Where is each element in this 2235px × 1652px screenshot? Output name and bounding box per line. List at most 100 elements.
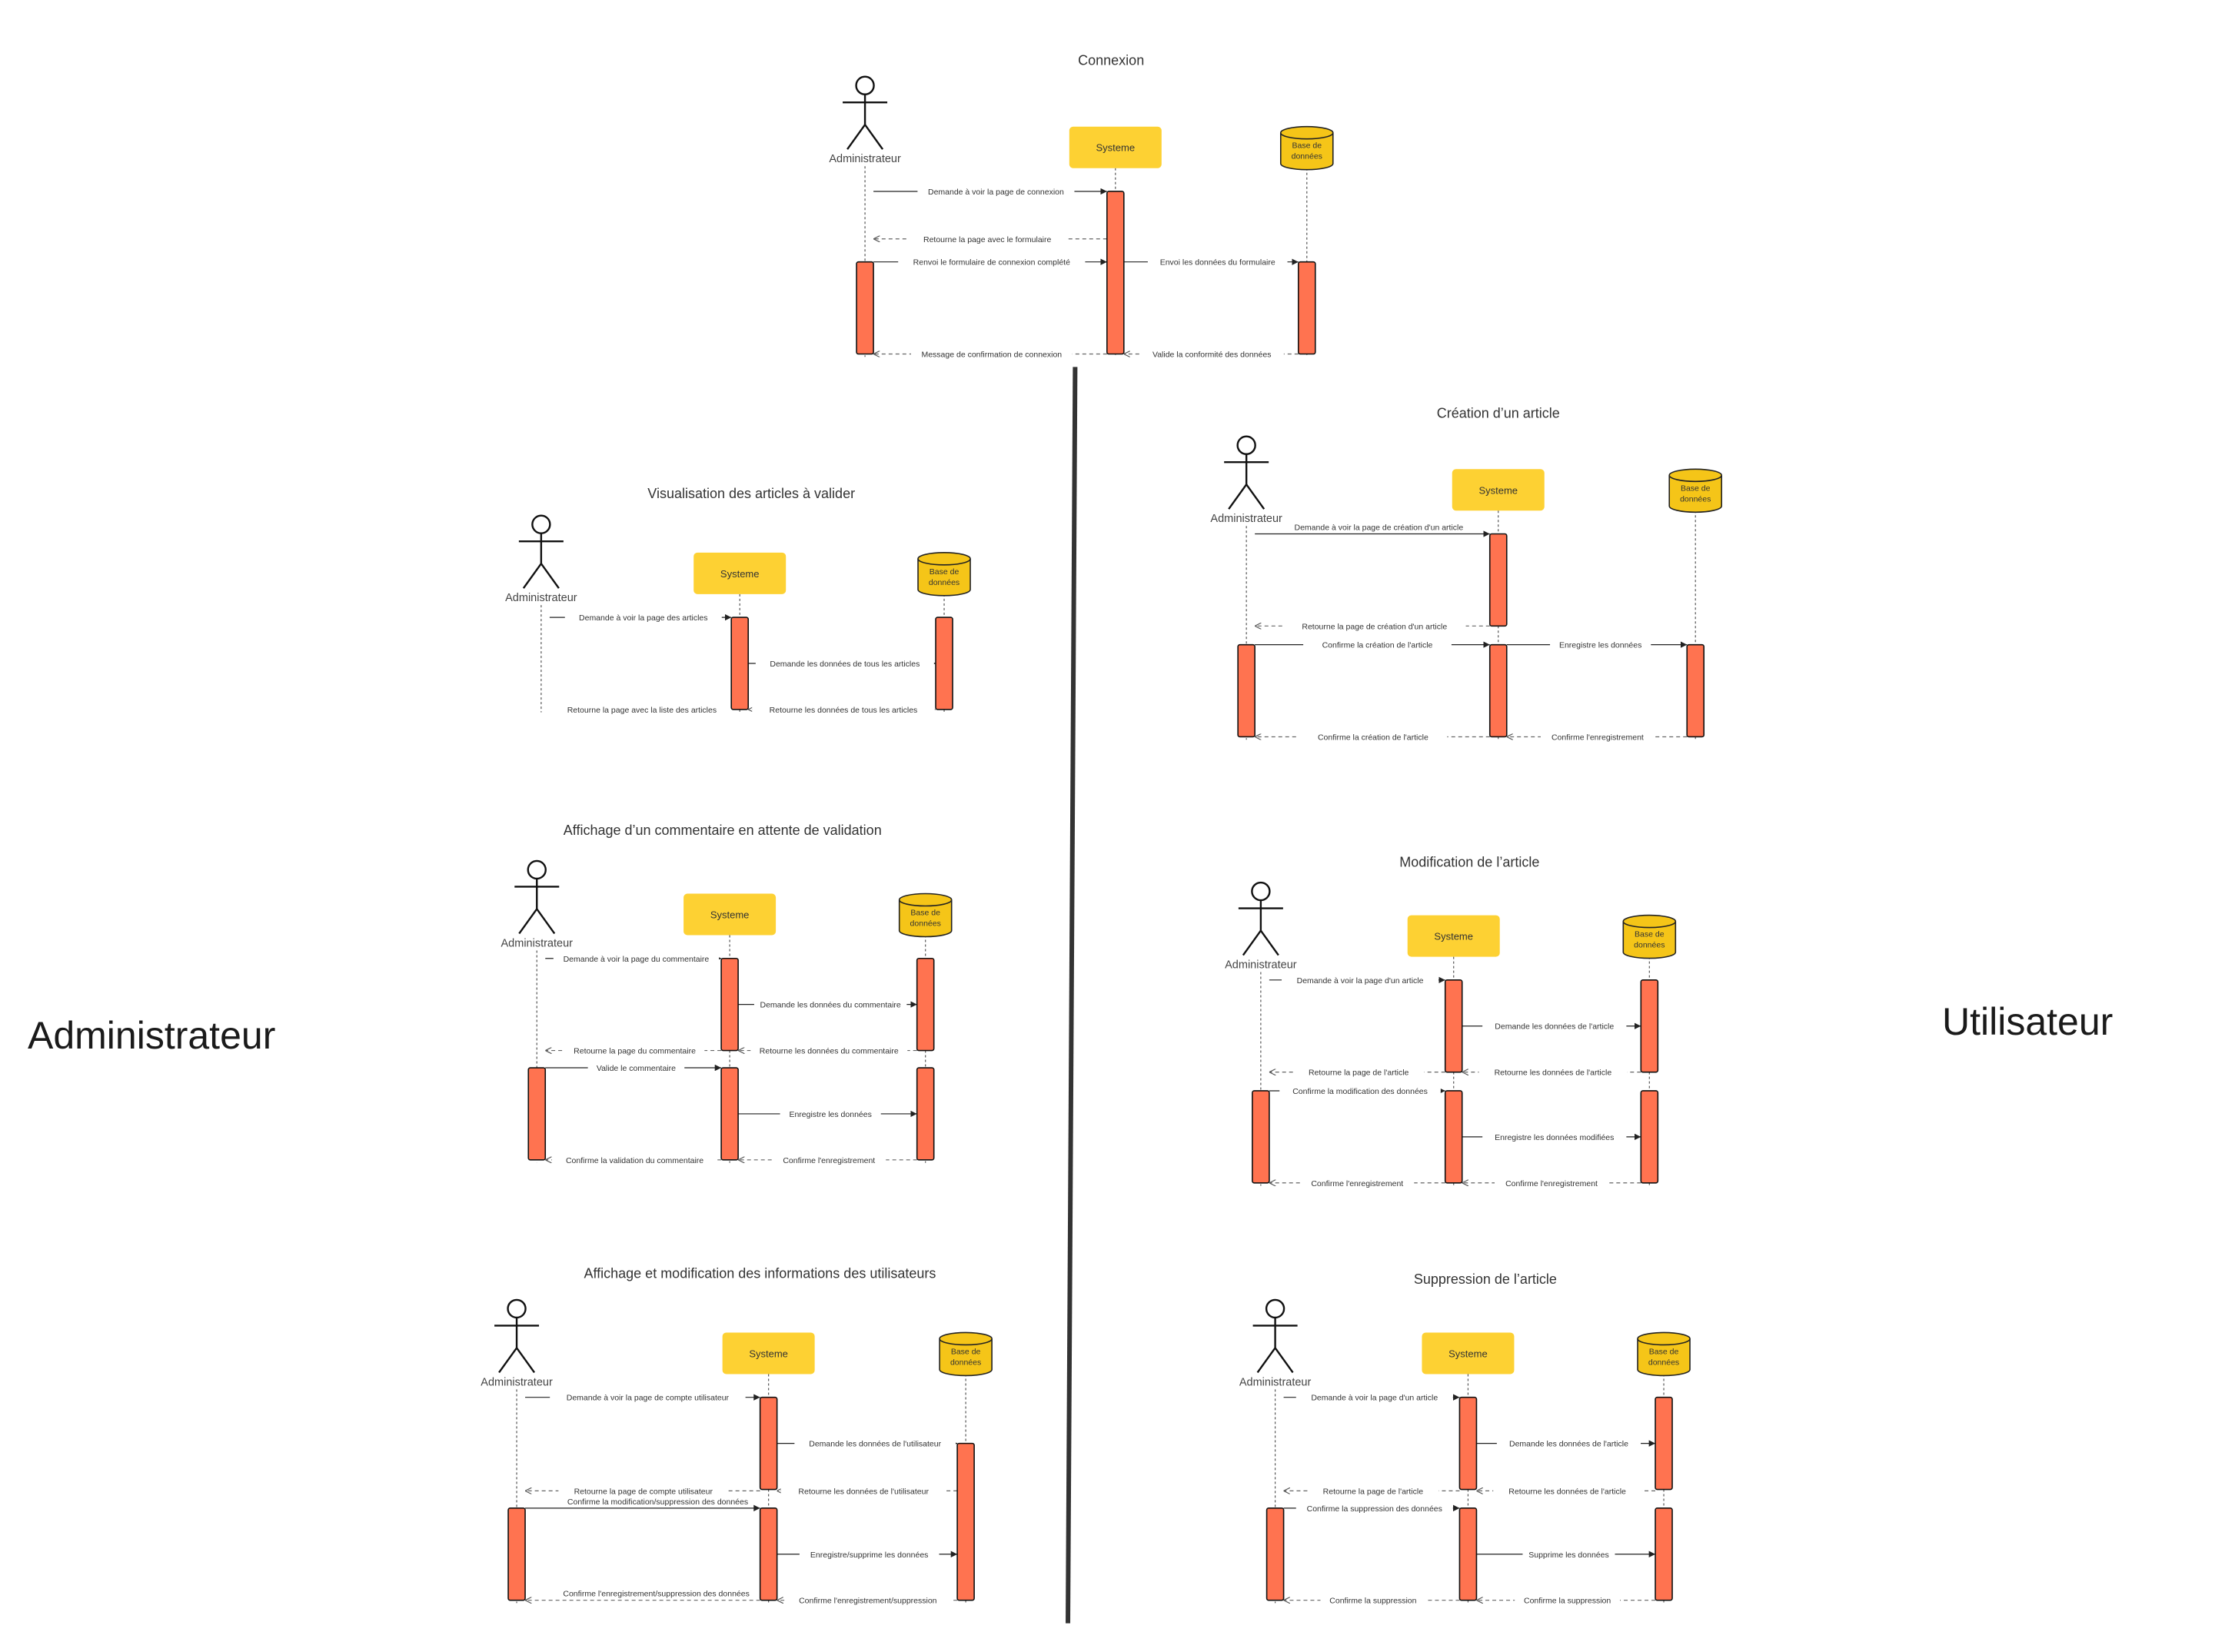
message-label: Retourne la page du commentaire xyxy=(574,1047,696,1056)
message-label: Demande à voir la page de connexion xyxy=(928,188,1064,197)
divider-line xyxy=(1066,367,1078,1624)
database-cylinder-icon xyxy=(917,552,971,597)
activation-bar xyxy=(916,1067,935,1161)
system-box xyxy=(1452,469,1545,511)
message-label: Confirme l'enregistrement/suppression xyxy=(799,1597,937,1606)
database-label: Base de xyxy=(910,909,940,918)
message-label: Retourne la page avec la liste des artic… xyxy=(567,706,717,715)
message-label: Retourne la page de l'article xyxy=(1309,1069,1409,1078)
system-label: Systeme xyxy=(720,568,760,580)
activation-bar xyxy=(720,1067,739,1161)
activation-bar xyxy=(1106,191,1125,355)
message-label: Valide la conformité des données xyxy=(1152,351,1272,360)
actor-stick-figure-icon xyxy=(1238,881,1283,956)
activation-bar xyxy=(1458,1507,1478,1601)
message-label: Confirme l'enregistrement/suppression de… xyxy=(563,1590,749,1599)
message-label: Confirme la suppression xyxy=(1524,1597,1611,1606)
message-label: Demande à voir la page du commentaire xyxy=(564,955,710,964)
database-label: données xyxy=(910,919,941,929)
message-label: Confirme la modification/suppression des… xyxy=(567,1497,748,1507)
activation-bar xyxy=(1444,1090,1463,1184)
message-label: Demande les données de l'article xyxy=(1495,1022,1614,1032)
database-label: données xyxy=(929,578,960,587)
actor-stick-figure-icon xyxy=(494,1298,540,1374)
diagram-title: Modification de l’article xyxy=(1399,854,1539,869)
database-cylinder-icon xyxy=(1279,125,1334,171)
actor-label: Administrateur xyxy=(505,592,577,604)
activation-bar xyxy=(507,1507,526,1601)
message-label: Demande à voir la page des articles xyxy=(579,613,708,623)
activation-bar xyxy=(1266,1507,1285,1601)
activation-bar xyxy=(720,957,739,1052)
message-label: Demande les données de l'utilisateur xyxy=(809,1440,941,1449)
database-cylinder-icon xyxy=(1637,1331,1691,1377)
activation-bar xyxy=(1655,1396,1673,1491)
message-label: Confirme la suppression xyxy=(1329,1597,1416,1606)
message-label: Demande les données de tous les articles xyxy=(770,660,920,669)
actor-label: Administrateur xyxy=(1210,513,1282,525)
system-label: Systeme xyxy=(710,909,750,921)
sequence-diagram-visualisation: Visualisation des articles à validerAdmi… xyxy=(505,486,971,715)
side-label-user: Utilisateur xyxy=(1942,1000,2114,1043)
system-label: Systeme xyxy=(1478,484,1518,496)
diagram-title: Connexion xyxy=(1078,53,1144,68)
message-label: Confirme la création de l'article xyxy=(1318,733,1428,742)
side-label-admin: Administrateur xyxy=(28,1014,276,1057)
message-label: Retourne la page de compte utilisateur xyxy=(574,1487,713,1496)
activation-bar xyxy=(1458,1396,1478,1491)
message-label: Message de confirmation de connexion xyxy=(921,351,1062,360)
activation-bar xyxy=(1237,643,1256,738)
activation-bar xyxy=(527,1067,547,1161)
activation-bar xyxy=(856,261,874,355)
message-label: Envoi les données du formulaire xyxy=(1160,258,1275,268)
system-label: Systeme xyxy=(1434,931,1473,942)
database-label: Base de xyxy=(930,567,960,577)
actor-stick-figure-icon xyxy=(1224,435,1269,510)
actor-label: Administrateur xyxy=(481,1376,553,1388)
message-label: Confirme la création de l'article xyxy=(1322,641,1433,650)
database-cylinder-icon xyxy=(1668,468,1723,514)
diagram-title: Affichage d’un commentaire en attente de… xyxy=(564,823,882,838)
message-label: Demande à voir la page d'un article xyxy=(1311,1394,1438,1403)
database-label: données xyxy=(950,1358,981,1367)
activation-bar xyxy=(1640,979,1659,1073)
message-label: Retourne les données de tous les article… xyxy=(770,706,918,715)
message-label: Demande à voir la page de compte utilisa… xyxy=(567,1394,730,1403)
diagram-title: Affichage et modification des informatio… xyxy=(584,1266,936,1281)
database-label: données xyxy=(1634,941,1665,950)
activation-bar xyxy=(1252,1090,1270,1184)
message-label: Confirme l'enregistrement xyxy=(1552,733,1644,742)
system-box xyxy=(1422,1332,1515,1374)
activation-bar xyxy=(1686,643,1705,738)
sequence-diagram-suppression: Suppression de l’articleAdministrateurSy… xyxy=(1239,1271,1691,1606)
activation-bar xyxy=(935,617,953,710)
actor-label: Administrateur xyxy=(501,937,574,949)
message-label: Supprime les données xyxy=(1528,1551,1608,1560)
message-label: Demande à voir la page d'un article xyxy=(1297,976,1424,986)
message-label: Valide le commentaire xyxy=(597,1064,676,1073)
database-cylinder-icon xyxy=(1622,914,1677,959)
actor-label: Administrateur xyxy=(1225,959,1297,972)
message-label: Retourne la page de l'article xyxy=(1323,1487,1424,1496)
database-cylinder-icon xyxy=(898,892,953,938)
activation-bar xyxy=(1444,979,1463,1073)
message-label: Confirme l'enregistrement xyxy=(1505,1179,1598,1188)
actor-stick-figure-icon xyxy=(518,514,564,589)
message-label: Confirme la validation du commentaire xyxy=(566,1156,703,1165)
actor-label: Administrateur xyxy=(1239,1376,1312,1388)
message-label: Enregistre les données xyxy=(1559,641,1641,650)
activation-bar xyxy=(916,957,935,1052)
message-label: Enregistre les données modifiées xyxy=(1495,1133,1614,1142)
activation-bar xyxy=(1655,1507,1673,1601)
message-label: Retourne les données du commentaire xyxy=(760,1047,899,1056)
actor-stick-figure-icon xyxy=(514,859,560,935)
message-label: Retourne les données de l'article xyxy=(1495,1069,1612,1078)
message-label: Demande les données de l'article xyxy=(1509,1440,1628,1449)
database-label: Base de xyxy=(1681,484,1711,493)
system-box xyxy=(1069,126,1162,168)
message-label: Retourne la page de création d'un articl… xyxy=(1302,622,1447,631)
message-label: Demande à voir la page de création d'un … xyxy=(1295,524,1464,533)
sequence-diagram-commentaire: Affichage d’un commentaire en attente de… xyxy=(501,823,953,1165)
